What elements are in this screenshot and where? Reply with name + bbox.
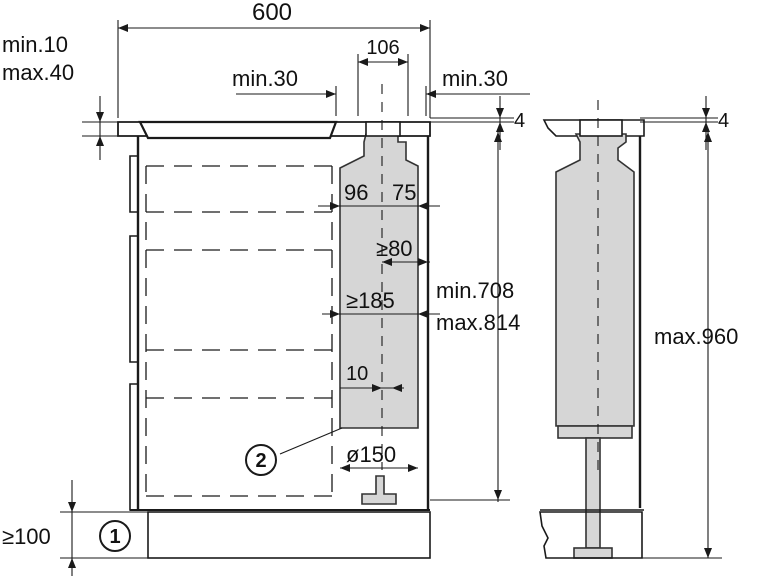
left-arrowheads <box>68 24 504 568</box>
duct-base-side <box>557 425 633 439</box>
label-min30-right: min.30 <box>442 66 508 91</box>
plinth <box>147 511 431 559</box>
hob-plate <box>138 120 338 140</box>
callout-1-circle <box>99 520 131 552</box>
label-10: 10 <box>346 363 368 385</box>
label-ge80: ≥80 <box>376 236 413 261</box>
label-max40: max.40 <box>2 60 74 85</box>
label-96: 96 <box>344 180 368 205</box>
telescopic-pipe-side <box>585 437 601 549</box>
duct-connector-top <box>365 121 401 137</box>
telescopic-pipe <box>361 475 397 505</box>
callout-1-label: 1 <box>109 526 120 548</box>
right-arrowheads <box>702 108 712 558</box>
right-view <box>539 100 645 559</box>
plinth-section <box>539 511 643 559</box>
label-ge100: ≥100 <box>2 524 51 549</box>
left-view <box>117 84 431 559</box>
callout-2-circle <box>245 444 277 476</box>
label-gap-4-left: 4 <box>514 110 525 132</box>
foot-side <box>573 547 613 559</box>
label-min10: min.10 <box>2 32 68 57</box>
extraction-duct-side <box>555 133 635 427</box>
label-gap-4-right: 4 <box>718 110 729 132</box>
label-max814: max.814 <box>436 310 520 335</box>
label-min708: min.708 <box>436 278 514 303</box>
label-106: 106 <box>366 37 399 59</box>
label-min30-left: min.30 <box>232 66 298 91</box>
extraction-duct <box>339 133 419 429</box>
duct-connector-top-side <box>579 119 623 137</box>
door-front-1 <box>129 155 138 213</box>
door-front-2 <box>129 235 138 363</box>
callout-2-label: 2 <box>255 450 266 472</box>
label-75: 75 <box>392 180 416 205</box>
label-600: 600 <box>252 0 292 26</box>
label-ge185: ≥185 <box>346 288 395 313</box>
label-max960: max.960 <box>654 324 738 349</box>
label-dia150: ø150 <box>346 442 396 467</box>
drawers <box>145 165 333 497</box>
